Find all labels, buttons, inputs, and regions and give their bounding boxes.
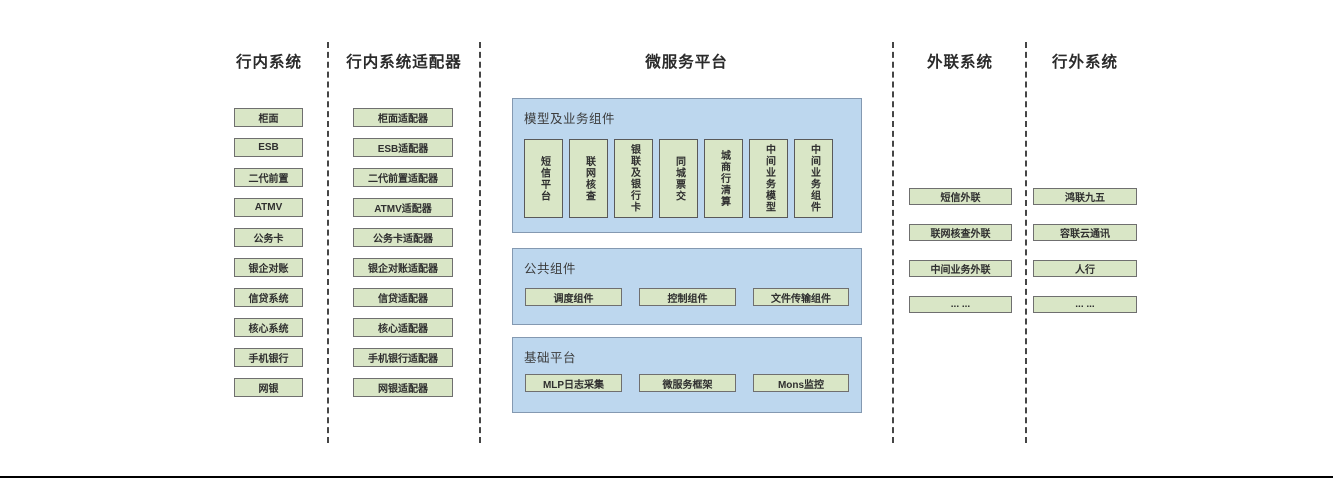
outreach-box: 短信外联 xyxy=(909,188,1012,205)
column-divider xyxy=(892,42,894,443)
external-box: 人行 xyxy=(1033,260,1137,277)
adapter-box: 信贷适配器 xyxy=(353,288,453,307)
outreach-box: 联网核查外联 xyxy=(909,224,1012,241)
common-components-row: 调度组件控制组件文件传输组件 xyxy=(525,288,849,306)
panel-label: 模型及业务组件 xyxy=(524,112,616,126)
component-box: Mons监控 xyxy=(753,374,849,392)
component-box: MLP日志采集 xyxy=(525,374,622,392)
component-box: 同城票交 xyxy=(659,139,698,218)
external-box: ... ... xyxy=(1033,296,1137,313)
external-systems-column: 鸿联九五容联云通讯人行 ... ... xyxy=(1033,188,1137,332)
column-divider xyxy=(479,42,481,443)
component-box: 中间业务模型 xyxy=(749,139,788,218)
component-box: 微服务框架 xyxy=(639,374,736,392)
component-box: 短信平台 xyxy=(524,139,563,218)
panel-label: 公共组件 xyxy=(524,262,577,276)
component-box: 控制组件 xyxy=(639,288,736,306)
component-box: 银联及银行卡 xyxy=(614,139,653,218)
system-box: 银企对账 xyxy=(234,258,303,277)
panel-base-platform: 基础平台 MLP日志采集微服务框架 Mons监控 xyxy=(512,337,862,413)
component-box: 文件传输组件 xyxy=(753,288,849,306)
panel-label: 基础平台 xyxy=(524,351,577,365)
system-box: 网银 xyxy=(234,378,303,397)
system-box: 柜面 xyxy=(234,108,303,127)
component-box: 调度组件 xyxy=(525,288,622,306)
adapter-box: 手机银行适配器 xyxy=(353,348,453,367)
system-box: 公务卡 xyxy=(234,228,303,247)
adapter-box: ATMV适配器 xyxy=(353,198,453,217)
adapter-box: 柜面适配器 xyxy=(353,108,453,127)
internal-adapters-column: 柜面适配器 ESB适配器二代前置适配器 ATMV适配器公务卡适配器银企对账适配器信贷… xyxy=(353,108,453,408)
component-box: 城商行清算 xyxy=(704,139,743,218)
system-box: 手机银行 xyxy=(234,348,303,367)
column-title-internal-adapters: 行内系统适配器 xyxy=(346,54,462,71)
column-divider xyxy=(327,42,329,443)
adapter-box: 核心适配器 xyxy=(353,318,453,337)
column-title-internal-systems: 行内系统 xyxy=(235,54,302,71)
component-box: 中间业务组件 xyxy=(794,139,833,218)
system-box: 二代前置 xyxy=(234,168,303,187)
outreach-box: 中间业务外联 xyxy=(909,260,1012,277)
bottom-rule xyxy=(0,476,1333,478)
outreach-systems-column: 短信外联联网核查外联中间业务外联 ... ... xyxy=(909,188,1012,332)
base-platform-row: MLP日志采集微服务框架 Mons监控 xyxy=(525,374,849,392)
system-box: 核心系统 xyxy=(234,318,303,337)
component-box: 联网核查 xyxy=(569,139,608,218)
adapter-box: 银企对账适配器 xyxy=(353,258,453,277)
external-box: 容联云通讯 xyxy=(1033,224,1137,241)
model-components-row: 短信平台联网核查银联及银行卡同城票交城商行清算中间业务模型中间业务组件 xyxy=(524,139,833,218)
external-box: 鸿联九五 xyxy=(1033,188,1137,205)
panel-common-components: 公共组件 调度组件控制组件文件传输组件 xyxy=(512,248,862,325)
outreach-box: ... ... xyxy=(909,296,1012,313)
column-title-external-systems: 行外系统 xyxy=(1051,54,1118,71)
adapter-box: 网银适配器 xyxy=(353,378,453,397)
internal-systems-column: 柜面 ESB 二代前置 ATMV 公务卡银企对账信贷系统核心系统手机银行网银 xyxy=(234,108,303,408)
system-box: ESB xyxy=(234,138,303,157)
column-divider xyxy=(1025,42,1027,443)
adapter-box: 公务卡适配器 xyxy=(353,228,453,247)
system-box: 信贷系统 xyxy=(234,288,303,307)
column-title-microservice-platform: 微服务平台 xyxy=(645,54,728,71)
column-title-outreach-systems: 外联系统 xyxy=(926,54,993,71)
adapter-box: 二代前置适配器 xyxy=(353,168,453,187)
panel-model-business-components: 模型及业务组件 短信平台联网核查银联及银行卡同城票交城商行清算中间业务模型中间业… xyxy=(512,98,862,233)
system-box: ATMV xyxy=(234,198,303,217)
adapter-box: ESB适配器 xyxy=(353,138,453,157)
